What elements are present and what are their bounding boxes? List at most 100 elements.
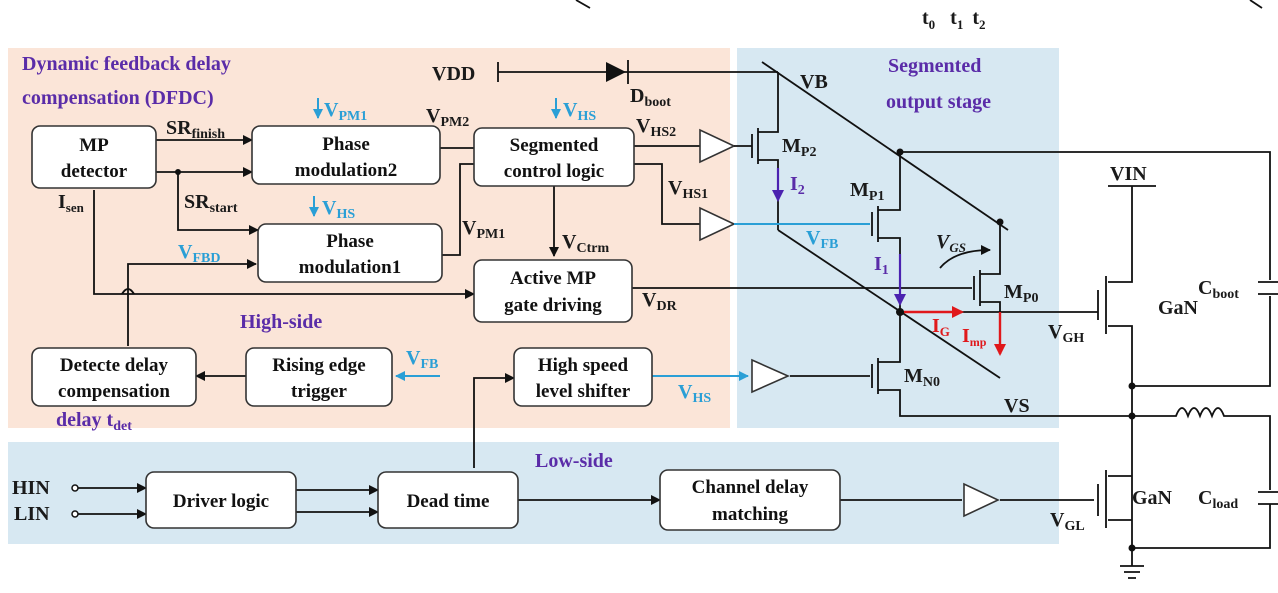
sr-start-label: SRstart [184,191,238,216]
sr-start-wire [177,172,259,235]
svg-text:Detecte delay: Detecte delay [60,355,169,376]
sr-finish-label: SRfinish [166,117,225,142]
channel-delay-block: Channel delay matching [659,469,841,531]
svg-text:Channel delay: Channel delay [692,477,809,498]
vhs2-buffer [699,128,736,164]
vgl-label: VGL [1050,509,1085,534]
vhs1-buffer [699,206,736,242]
mp2-drain [758,72,779,133]
vhs1-label: VHS1 [668,177,708,202]
vfbd-label: VFBD [178,241,220,266]
lin-label: LIN [14,503,50,525]
svg-text:modulation1: modulation1 [299,257,401,278]
svg-text:Driver logic: Driver logic [173,491,269,512]
delay-tdet-label: delay tdet [56,409,132,434]
vin-wire [1108,186,1133,283]
vhs-mid-label: VHS [322,197,355,222]
ig-label: IG [932,315,950,339]
vctrm-label: VCtrm [562,231,609,256]
mp-detector-block: MP detector [31,125,157,189]
vpm1-top-label: VPM1 [324,99,367,124]
cload-return [1132,504,1271,549]
vin-label: VIN [1110,163,1147,185]
svg-text:Segmented: Segmented [510,135,599,156]
ground-symbol [1120,548,1144,579]
mp0-node [996,218,1004,226]
sr-start-node [175,169,181,175]
vhs-out-label: VHS [678,381,711,406]
vgs-arc [939,245,991,269]
dboot-diode [606,62,626,82]
i2-label: I2 [790,173,805,198]
dfdc-title-line2: compensation (DFDC) [22,87,214,109]
svg-text:High speed: High speed [538,355,629,376]
vdd-label: VDD [432,63,475,85]
rising-edge-block: Rising edge trigger [245,347,393,407]
detect-delay-block: Detecte delay compensation [31,347,197,407]
mp2-label: MP2 [782,135,816,160]
mp0-drain [980,222,1001,275]
segmented-title-line1: Segmented [888,55,981,77]
inductor [1132,407,1271,490]
mp1-drain [878,152,901,211]
svg-text:gate driving: gate driving [504,295,602,316]
phase-mod1-block: Phase modulation1 [257,223,443,283]
svg-text:detector: detector [61,161,128,182]
dead-time-block: Dead time [377,471,519,529]
mp0-label: MP0 [1004,281,1038,306]
vfb-left-label: VFB [406,347,438,372]
i1-label: I1 [874,253,889,278]
vfbd-wire [127,259,257,346]
vhs1-wire [634,163,700,225]
vgs-label: VGS [936,231,966,255]
svg-text:Phase: Phase [326,231,374,252]
mp1-to-cboot [900,151,1271,280]
vs-to-cboot [1132,296,1271,387]
low-buffer [963,482,1000,518]
pm1-to-seg-wire [442,163,474,256]
timing-labels: t0 t1 t2 [922,7,986,34]
hin-label: HIN [12,477,50,499]
segmented-title-line2: output stage [886,91,991,113]
svg-text:modulation2: modulation2 [295,160,397,181]
vb-label: VB [800,71,828,93]
gan-high-label: GaN [1158,297,1199,319]
svg-text:compensation: compensation [58,381,170,402]
svg-text:MP: MP [79,135,109,156]
diag-mp2-vs [777,229,1001,379]
vfb-right-label: VFB [806,227,838,252]
vs-label: VS [1004,395,1030,417]
mp2-source [758,159,779,230]
vdr-label: VDR [642,289,678,314]
dboot-label: Dboot [630,85,671,110]
svg-text:Active MP: Active MP [510,268,596,289]
svg-text:Rising edge: Rising edge [272,355,365,376]
cboot-label: Cboot [1198,277,1239,302]
gan-high-source [1108,325,1133,548]
seg-control-block: Segmented control logic [473,127,635,187]
vpm1-label: VPM1 [462,217,505,242]
vb-rail [761,61,1009,231]
active-mp-block: Active MP gate driving [473,259,633,323]
gan-low-label: GaN [1132,487,1173,509]
mn0-drain [878,314,901,363]
low-side-label: Low-side [535,450,613,472]
isen-label: Isen [58,191,85,215]
svg-text:Dead time: Dead time [407,491,490,512]
svg-text:level shifter: level shifter [536,381,631,402]
phase-mod2-block: Phase modulation2 [251,125,441,185]
svg-text:Phase: Phase [322,134,370,155]
dfdc-title-line1: Dynamic feedback delay [22,53,231,75]
hin-pin [71,484,79,492]
driver-logic-block: Driver logic [145,471,297,529]
high-side-label: High-side [240,311,322,333]
vhs2-label: VHS2 [636,115,676,140]
svg-text:trigger: trigger [291,381,347,402]
svg-text:control logic: control logic [504,161,604,182]
vpm2-label: VPM2 [426,105,469,130]
imp-label: Imp [962,325,987,349]
mn0-label: MN0 [904,365,940,390]
vhs-buffer [751,358,790,394]
